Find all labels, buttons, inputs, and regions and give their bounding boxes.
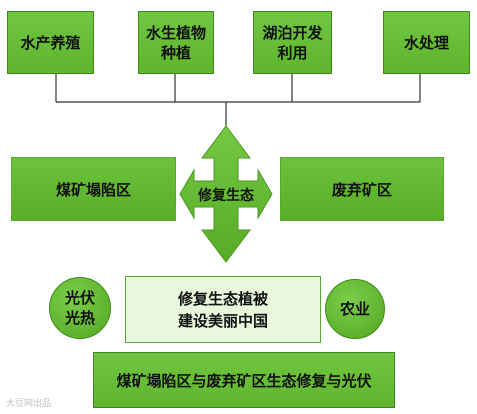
aquaculture-label: 水产养殖 <box>20 33 81 52</box>
abandoned-mine-box: 废弃矿区 <box>280 157 444 221</box>
restore-ecology-label: 修复生态 <box>198 188 254 204</box>
water-treatment-box: 水处理 <box>383 11 470 74</box>
solar-thermal-label: 光热 <box>64 309 95 327</box>
lake-development-label-2: 利用 <box>277 43 308 62</box>
abandoned-mine-label: 废弃矿区 <box>331 180 392 199</box>
lake-development-box: 湖泊开发 利用 <box>253 11 332 74</box>
agriculture-label: 农业 <box>339 300 370 318</box>
coal-subsidence-label: 煤矿塌陷区 <box>55 180 131 199</box>
pv-label: 光伏 <box>64 289 95 307</box>
bottom-title: 煤矿塌陷区与废弃矿区生态修复与光伏 <box>116 371 372 390</box>
aquatic-planting-label-2: 种植 <box>160 43 191 62</box>
watermark: 大豆网出品 <box>6 399 52 409</box>
four-way-arrow-icon <box>179 125 273 263</box>
bottom-title-box: 煤矿塌陷区与废弃矿区生态修复与光伏 <box>93 352 395 408</box>
aquatic-planting-box: 水生植物 种植 <box>138 11 214 74</box>
water-treatment-label: 水处理 <box>403 33 449 52</box>
restore-vegetation-label: 修复生态植被 <box>177 289 268 308</box>
lake-development-label-1: 湖泊开发 <box>262 23 323 42</box>
restore-vegetation-box: 修复生态植被 建设美丽中国 <box>125 276 321 343</box>
pv-solar-thermal-circle: 光伏 光热 <box>49 277 111 339</box>
agriculture-circle: 农业 <box>325 279 385 339</box>
aquatic-planting-label-1: 水生植物 <box>145 23 206 42</box>
aquaculture-box: 水产养殖 <box>7 11 94 74</box>
beautiful-china-label: 建设美丽中国 <box>177 311 268 330</box>
coal-subsidence-box: 煤矿塌陷区 <box>11 157 176 221</box>
